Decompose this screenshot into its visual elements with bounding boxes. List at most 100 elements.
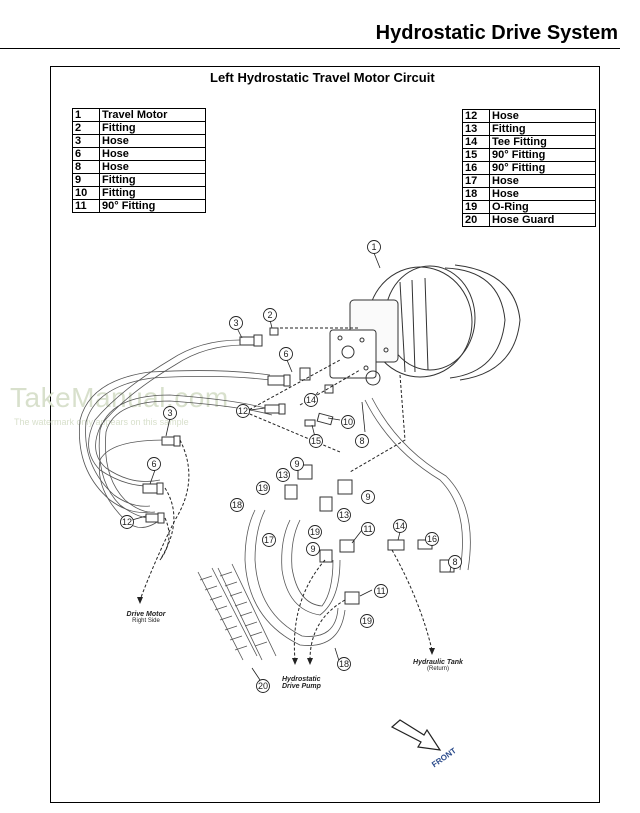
callout-14: 14 xyxy=(393,519,407,533)
callout-circle xyxy=(290,457,304,471)
callout-circle xyxy=(256,481,270,495)
callout-circle xyxy=(361,490,375,504)
callout-9: 9 xyxy=(306,542,320,556)
callout-circle xyxy=(306,542,320,556)
callout-3: 3 xyxy=(163,406,177,420)
callout-number: 13 xyxy=(339,510,349,520)
part-name: 90° Fitting xyxy=(489,148,596,162)
callout-12: 12 xyxy=(236,404,250,418)
callout-circle xyxy=(309,434,323,448)
callout-number: 19 xyxy=(362,616,372,626)
part-name: Travel Motor xyxy=(99,108,206,122)
callout-circle xyxy=(263,308,277,322)
callout-number: 6 xyxy=(283,349,288,359)
part-number: 17 xyxy=(462,174,490,188)
callout-number: 16 xyxy=(427,534,437,544)
callout-number: 3 xyxy=(167,408,172,418)
callout-number: 8 xyxy=(359,436,364,446)
callout-number: 9 xyxy=(294,459,299,469)
callout-19: 19 xyxy=(360,614,374,628)
callout-6: 6 xyxy=(279,347,293,361)
callout-circle xyxy=(367,240,381,254)
callout-number: 14 xyxy=(306,395,316,405)
callout-circle xyxy=(279,347,293,361)
callout-20: 20 xyxy=(256,679,270,693)
callout-19: 19 xyxy=(256,481,270,495)
page-header: Hydrostatic Drive System xyxy=(0,0,640,52)
callout-number: 9 xyxy=(365,492,370,502)
part-number: 11 xyxy=(72,199,100,213)
callout-circle xyxy=(229,316,243,330)
callout-circle xyxy=(308,525,322,539)
callout-12: 12 xyxy=(120,515,134,529)
callout-number: 8 xyxy=(452,557,457,567)
callout-circle xyxy=(163,406,177,420)
destination-pump: Hydrostatic Drive Pump xyxy=(282,676,332,690)
callout-number: 17 xyxy=(264,535,274,545)
page-title: Hydrostatic Drive System xyxy=(375,22,618,44)
callout-11: 11 xyxy=(361,522,375,536)
callout-18: 18 xyxy=(230,498,244,512)
callout-circle xyxy=(360,614,374,628)
callout-number: 18 xyxy=(232,500,242,510)
callout-2: 2 xyxy=(263,308,277,322)
callout-8: 8 xyxy=(448,555,462,569)
part-number: 13 xyxy=(462,122,490,136)
callout-number: 11 xyxy=(363,524,372,534)
drive-motor-sub: Right Side xyxy=(132,618,160,624)
part-name: Fitting xyxy=(489,122,596,136)
part-name: 90° Fitting xyxy=(99,199,206,213)
callout-13: 13 xyxy=(276,468,290,482)
callout-number: 19 xyxy=(310,527,320,537)
callout-number: 9 xyxy=(310,544,315,554)
callout-number: 6 xyxy=(151,459,156,469)
diagram-frame xyxy=(50,66,600,803)
callout-number: 2 xyxy=(267,310,272,320)
callout-6: 6 xyxy=(147,457,161,471)
callout-10: 10 xyxy=(341,415,355,429)
callout-number: 10 xyxy=(343,417,353,427)
destination-tank: Hydraulic Tank (Return) xyxy=(408,659,468,672)
callout-circle xyxy=(236,404,250,418)
drive-motor-label: Drive Motor xyxy=(126,611,166,618)
tank-label: Hydraulic Tank xyxy=(413,659,463,666)
callout-number: 1 xyxy=(371,242,376,252)
callout-3: 3 xyxy=(229,316,243,330)
callout-circle xyxy=(393,519,407,533)
hoses-lower xyxy=(244,397,471,646)
part-name: Tee Fitting xyxy=(489,135,596,149)
callout-circle xyxy=(337,657,351,671)
part-name: Fitting xyxy=(99,121,206,135)
destination-drive-motor: Drive Motor Right Side xyxy=(118,611,174,624)
callout-9: 9 xyxy=(361,490,375,504)
callout-circle xyxy=(425,532,439,546)
tank-sub: (Return) xyxy=(426,666,449,672)
callout-number: 12 xyxy=(238,406,248,416)
front-arrow-icon xyxy=(390,719,442,751)
callout-circle xyxy=(230,498,244,512)
callout-circle xyxy=(337,508,351,522)
callout-circle xyxy=(276,468,290,482)
callout-number: 15 xyxy=(311,436,321,446)
travel-motor xyxy=(329,264,521,386)
callout-circle xyxy=(256,679,270,693)
part-name: Hose Guard xyxy=(489,213,596,227)
callout-circle xyxy=(262,533,276,547)
callout-circle xyxy=(304,393,318,407)
callout-13: 13 xyxy=(337,508,351,522)
diagram-title: Left Hydrostatic Travel Motor Circuit xyxy=(210,70,435,85)
callout-number: 14 xyxy=(395,521,405,531)
